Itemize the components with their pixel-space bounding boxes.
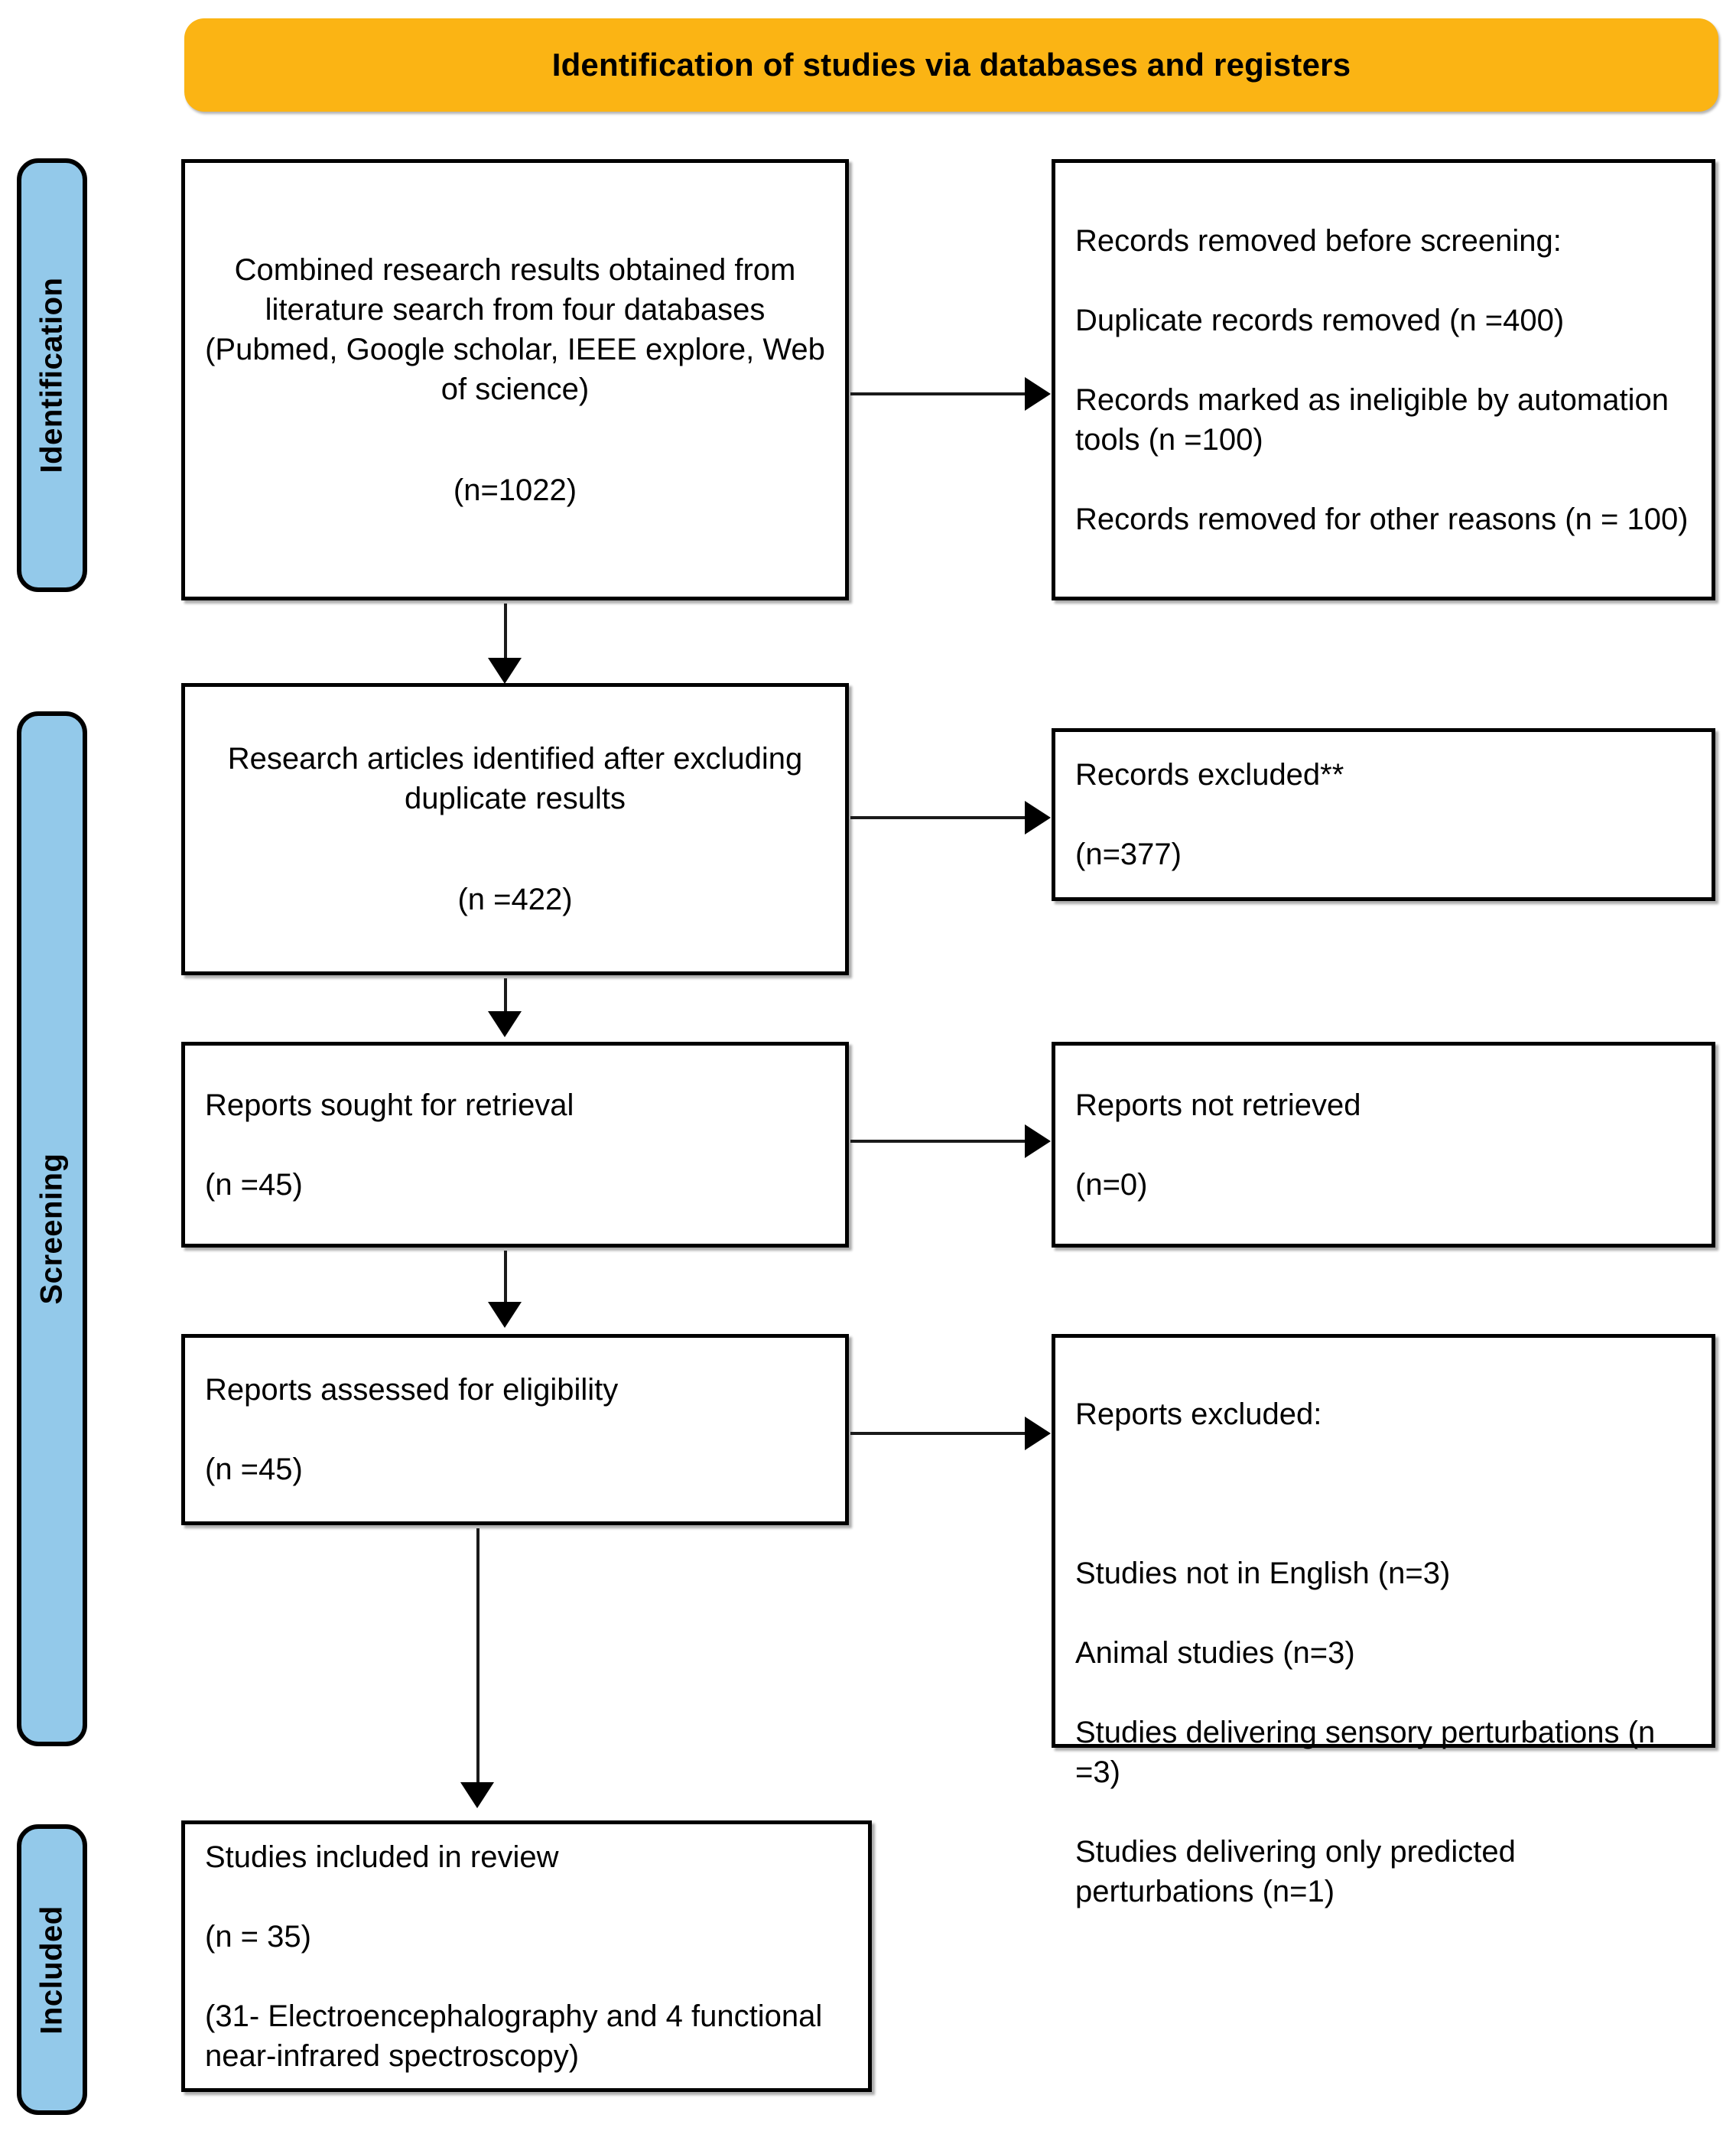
reports-sought-body: Reports sought for retrieval bbox=[205, 1088, 574, 1122]
flow-box-identification-records: Combined research results obtained from … bbox=[181, 159, 849, 600]
reports-sought-count: (n =45) bbox=[205, 1167, 303, 1202]
connector-line-to-reports-excluded bbox=[850, 1432, 1028, 1435]
flow-box-records-removed: Records removed before screening: Duplic… bbox=[1052, 159, 1715, 600]
reports-excluded-item-0: Studies not in English (n=3) bbox=[1075, 1557, 1451, 1590]
arrow-right-icon-to-records-excluded bbox=[1025, 801, 1051, 835]
records-removed-item-1: Records marked as ineligible by automati… bbox=[1075, 382, 1669, 457]
flow-box-after-duplicates: Research articles identified after exclu… bbox=[181, 683, 849, 975]
connector-line-to-records-removed bbox=[850, 392, 1028, 395]
after-duplicates-count: (n =422) bbox=[457, 883, 573, 916]
stage-label-screening: Screening bbox=[34, 1153, 69, 1305]
reports-not-retrieved-heading: Reports not retrieved bbox=[1075, 1088, 1361, 1122]
flow-box-reports-sought: Reports sought for retrieval (n =45) bbox=[181, 1042, 849, 1248]
connector-line-to-studies-included bbox=[476, 1528, 480, 1788]
flow-box-reports-assessed: Reports assessed for eligibility (n =45) bbox=[181, 1334, 849, 1525]
reports-excluded-heading: Reports excluded: bbox=[1075, 1397, 1322, 1431]
arrow-down-icon-identification-to-screening bbox=[488, 658, 522, 684]
studies-included-count: (n = 35) bbox=[205, 1919, 311, 1954]
reports-assessed-body: Reports assessed for eligibility bbox=[205, 1373, 619, 1407]
arrow-down-icon-to-studies-included bbox=[460, 1782, 494, 1808]
stage-tab-screening: Screening bbox=[17, 711, 87, 1746]
reports-assessed-count: (n =45) bbox=[205, 1453, 303, 1486]
arrow-down-icon-to-reports-assessed bbox=[488, 1302, 522, 1328]
stage-label-identification: Identification bbox=[34, 277, 69, 473]
records-removed-item-2: Records removed for other reasons (n = 1… bbox=[1075, 502, 1689, 536]
reports-not-retrieved-count: (n=0) bbox=[1075, 1167, 1148, 1202]
reports-excluded-item-3: Studies delivering only predicted pertur… bbox=[1075, 1835, 1516, 1908]
stage-label-included: Included bbox=[34, 1905, 69, 2035]
identification-records-body: Combined research results obtained from … bbox=[205, 252, 825, 406]
identification-records-count: (n=1022) bbox=[453, 473, 577, 507]
connector-line-identification-to-screening bbox=[504, 604, 507, 665]
connector-line-to-reports-sought bbox=[504, 978, 507, 1013]
records-removed-item-0: Duplicate records removed (n =400) bbox=[1075, 303, 1565, 337]
arrow-right-icon-to-records-removed bbox=[1025, 377, 1051, 411]
arrow-right-icon-to-reports-not-retrieved bbox=[1025, 1124, 1051, 1158]
header-banner: Identification of studies via databases … bbox=[184, 18, 1718, 112]
flow-box-records-excluded: Records excluded** (n=377) bbox=[1052, 728, 1715, 901]
studies-included-detail: (31- Electroencephalography and 4 functi… bbox=[205, 1999, 823, 2073]
after-duplicates-body: Research articles identified after exclu… bbox=[227, 742, 803, 815]
arrow-down-icon-to-reports-sought bbox=[488, 1011, 522, 1037]
connector-line-to-reports-assessed bbox=[504, 1251, 507, 1306]
flow-box-reports-excluded: Reports excluded: Studies not in English… bbox=[1052, 1334, 1715, 1908]
records-removed-heading: Records removed before screening: bbox=[1075, 223, 1562, 258]
records-excluded-heading: Records excluded** bbox=[1075, 758, 1344, 792]
flow-box-reports-not-retrieved: Reports not retrieved (n=0) bbox=[1052, 1042, 1715, 1248]
flow-box-studies-included: Studies included in review (n = 35) (31-… bbox=[181, 1820, 872, 2092]
reports-excluded-item-1: Animal studies (n=3) bbox=[1075, 1636, 1355, 1670]
records-excluded-count: (n=377) bbox=[1075, 838, 1182, 871]
connector-line-to-reports-not-retrieved bbox=[850, 1140, 1028, 1143]
page-title: Identification of studies via databases … bbox=[551, 47, 1351, 83]
reports-excluded-item-2: Studies delivering sensory perturbations… bbox=[1075, 1716, 1656, 1789]
studies-included-body: Studies included in review bbox=[205, 1840, 559, 1874]
connector-line-to-records-excluded bbox=[850, 816, 1028, 819]
arrow-right-icon-to-reports-excluded bbox=[1025, 1417, 1051, 1450]
stage-tab-identification: Identification bbox=[17, 158, 87, 592]
stage-tab-included: Included bbox=[17, 1824, 87, 2115]
